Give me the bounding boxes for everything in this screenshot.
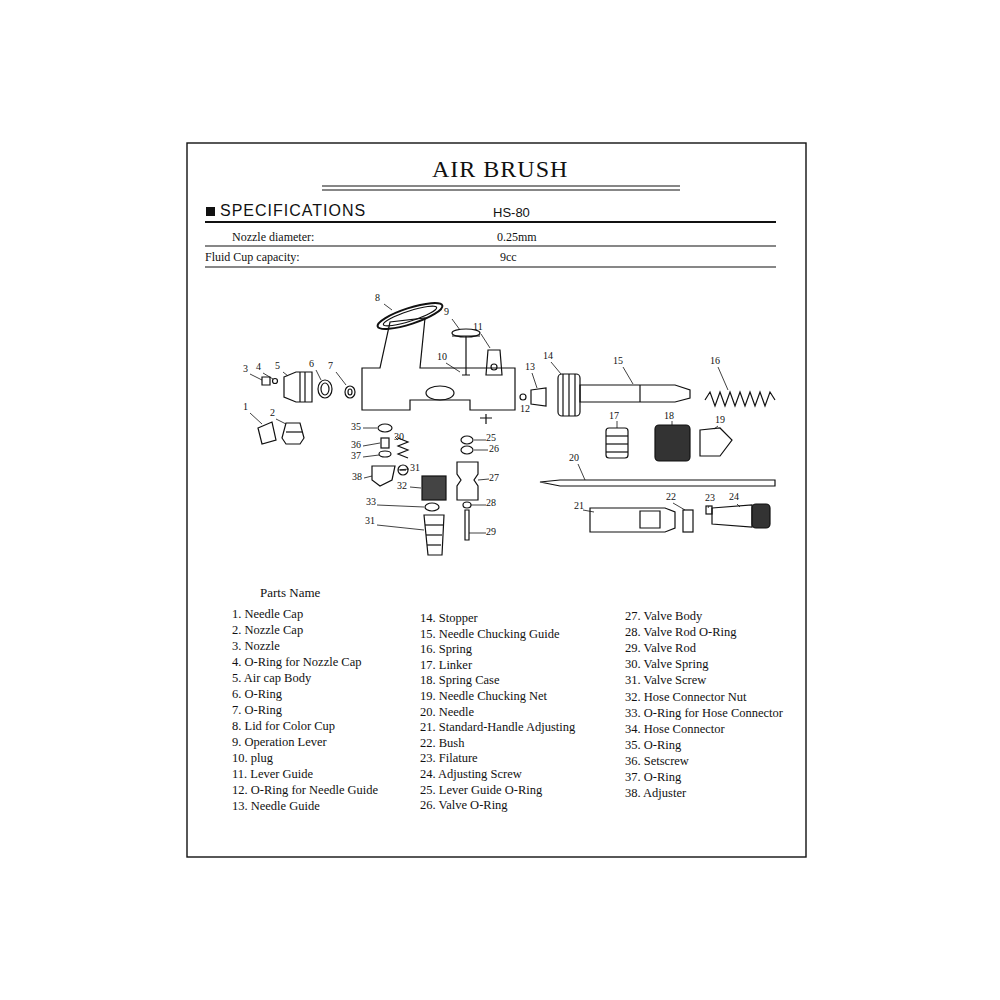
part-name: 13. Needle Guide <box>232 800 320 813</box>
part-name: 16. Spring <box>420 643 472 656</box>
part-name: 26. Valve O-Ring <box>420 799 508 812</box>
part-name: 24. Adjusting Screw <box>420 768 522 781</box>
callout-number: 33 <box>366 497 376 507</box>
part-name: 9. Operation Lever <box>232 736 327 749</box>
callout-number: 3 <box>243 364 248 374</box>
callout-number: 26 <box>489 444 499 454</box>
callout-number: 31 <box>410 463 420 473</box>
part-name: 20. Needle <box>420 706 474 719</box>
callout-number: 32 <box>397 481 407 491</box>
spec-cell: 9cc <box>500 251 517 263</box>
part-name: 17. Linker <box>420 659 472 672</box>
diagram-title: AIR BRUSH <box>432 157 568 181</box>
callout-number: 29 <box>486 527 496 537</box>
part-name: 37. O-Ring <box>625 771 681 784</box>
part-name: 3. Nozzle <box>232 640 280 653</box>
part-name: 34. Hose Connector <box>625 723 725 736</box>
callout-number: 10 <box>437 352 447 362</box>
callout-number: 1 <box>243 402 248 412</box>
callout-number: 2 <box>270 408 275 418</box>
part-name: 29. Valve Rod <box>625 642 696 655</box>
part-name: 12. O-Ring for Needle Guide <box>232 784 378 797</box>
callout-number: 13 <box>525 362 535 372</box>
part-name: 27. Valve Body <box>625 610 702 623</box>
part-name: 32. Hose Connector Nut <box>625 691 747 704</box>
part-name: 35. O-Ring <box>625 739 681 752</box>
spec-cell: 0.25mm <box>497 231 537 243</box>
part-name: 38. Adjuster <box>625 787 686 800</box>
callout-number: 25 <box>486 433 496 443</box>
callout-number: 30 <box>394 432 404 442</box>
parts-heading: Parts Name <box>260 586 320 599</box>
callout-number: 24 <box>729 492 739 502</box>
callout-number: 35 <box>351 422 361 432</box>
spec-cell: Nozzle diameter: <box>232 231 314 243</box>
callout-number: 38 <box>352 472 362 482</box>
callout-number: 18 <box>664 411 674 421</box>
callout-number: 6 <box>309 359 314 369</box>
callout-number: 22 <box>666 492 676 502</box>
callout-number: 5 <box>275 361 280 371</box>
part-name: 23. Filature <box>420 752 478 765</box>
callout-number: 12 <box>520 404 530 414</box>
callout-number: 15 <box>613 356 623 366</box>
spec-heading: SPECIFICATIONS <box>220 203 366 219</box>
callout-number: 20 <box>569 453 579 463</box>
part-name: 18. Spring Case <box>420 674 500 687</box>
callout-number: 17 <box>609 411 619 421</box>
callout-number: 14 <box>543 351 553 361</box>
part-name: 36. Setscrew <box>625 755 689 768</box>
part-name: 21. Standard-Handle Adjusting <box>420 721 575 734</box>
part-name: 31. Valve Screw <box>625 674 706 687</box>
part-name: 8. Lid for Color Cup <box>232 720 335 733</box>
part-name: 22. Bush <box>420 737 464 750</box>
part-name: 14. Stopper <box>420 612 478 625</box>
part-name: 33. O-Ring for Hose Connector <box>625 707 783 720</box>
callout-number: 9 <box>444 307 449 317</box>
callout-number: 31 <box>365 516 375 526</box>
part-name: 5. Air cap Body <box>232 672 311 685</box>
spec-cell: Fluid Cup capacity: <box>205 251 300 263</box>
part-name: 2. Nozzle Cap <box>232 624 303 637</box>
part-name: 19. Needle Chucking Net <box>420 690 547 703</box>
part-name: 15. Needle Chucking Guide <box>420 628 560 641</box>
part-name: 6. O-Ring <box>232 688 282 701</box>
part-name: 7. O-Ring <box>232 704 282 717</box>
part-name: 4. O-Ring for Nozzle Cap <box>232 656 361 669</box>
callout-number: 37 <box>351 451 361 461</box>
callout-number: 7 <box>328 361 333 371</box>
spec-cell: HS-80 <box>493 206 530 219</box>
part-name: 11. Lever Guide <box>232 768 313 781</box>
callout-number: 21 <box>574 501 584 511</box>
part-name: 25. Lever Guide O-Ring <box>420 784 542 797</box>
callout-number: 27 <box>489 473 499 483</box>
callout-number: 16 <box>710 356 720 366</box>
part-name: 1. Needle Cap <box>232 608 303 621</box>
callout-number: 28 <box>486 498 496 508</box>
callout-number: 11 <box>473 322 483 332</box>
callout-number: 8 <box>375 293 380 303</box>
part-name: 30. Valve Spring <box>625 658 708 671</box>
callout-number: 4 <box>256 362 261 372</box>
callout-number: 36 <box>351 440 361 450</box>
part-name: 10. plug <box>232 752 273 765</box>
part-name: 28. Valve Rod O-Ring <box>625 626 737 639</box>
callout-number: 23 <box>705 493 715 503</box>
callout-number: 19 <box>715 415 725 425</box>
